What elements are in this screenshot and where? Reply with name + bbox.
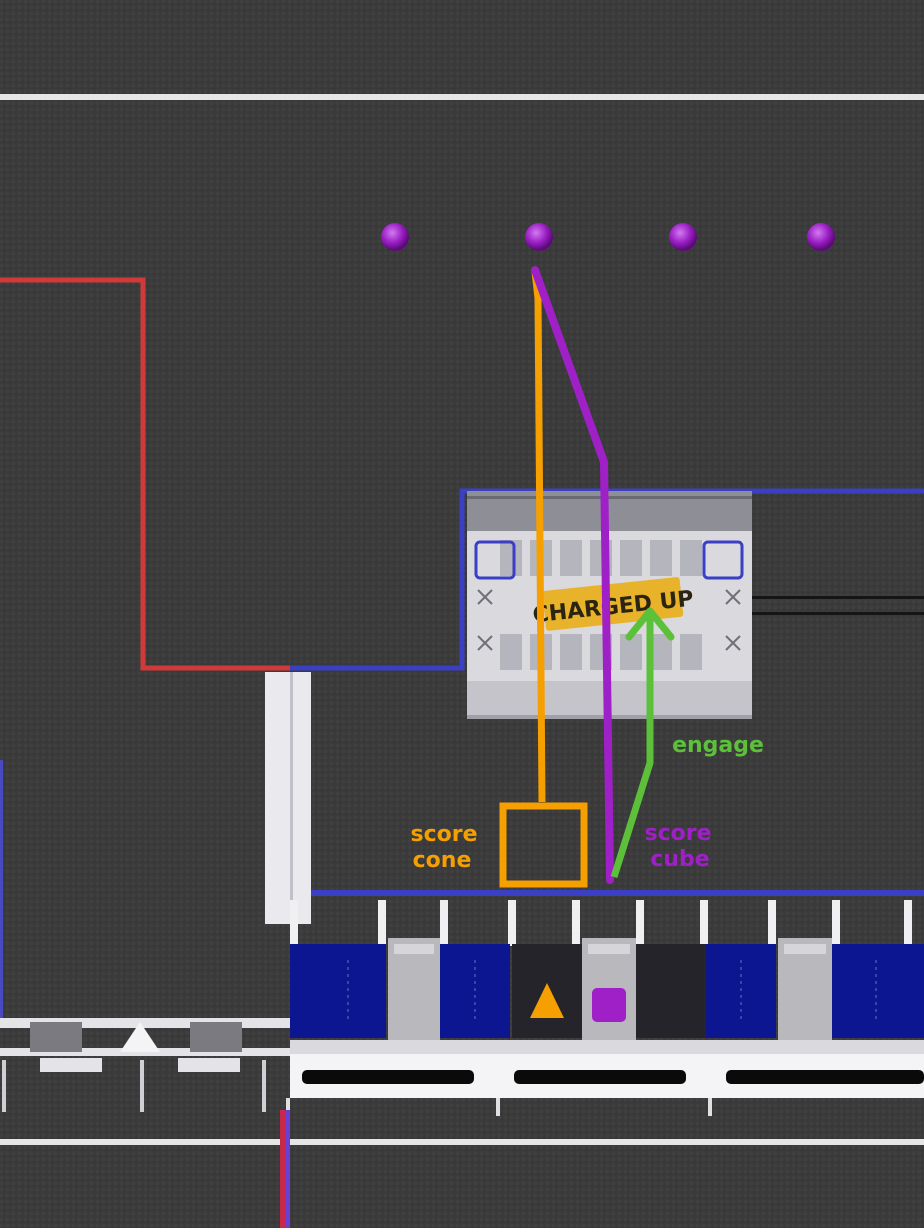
score-cube-label-1: score — [644, 821, 711, 846]
score-cone-target — [499, 802, 588, 888]
staged-cubes — [381, 223, 835, 251]
engage-label: engage — [672, 733, 764, 758]
engage-arrowhead — [625, 607, 675, 641]
red-boundary-line — [0, 277, 290, 671]
blue-line-grid-edge — [290, 890, 924, 896]
staged-cube-1 — [381, 223, 409, 251]
cone-triangle-icon — [530, 983, 564, 1018]
grid-node-coop-2 — [636, 944, 706, 1038]
grid-node-cube-right — [832, 944, 924, 1038]
staged-cube-3 — [669, 223, 697, 251]
scoring-grid — [286, 900, 924, 1116]
grid-node-cube-left — [290, 944, 386, 1038]
alliance-divider-blue — [286, 1110, 290, 1228]
cable — [752, 596, 924, 599]
staged-cube-2 — [525, 223, 553, 251]
white-line-bottom — [0, 1139, 924, 1145]
barrier-strip — [265, 672, 311, 924]
cube-square-icon — [592, 988, 626, 1022]
score-cone-label-2: cone — [413, 848, 472, 873]
alliance-divider — [280, 1110, 290, 1228]
engage-path — [610, 615, 654, 879]
score-cone-label-1: score — [410, 822, 477, 847]
score-cube-label-2: cube — [650, 847, 709, 872]
faint-blue-edge-left — [0, 760, 3, 1020]
cube-path — [531, 266, 614, 884]
cable-2 — [752, 612, 924, 615]
left-rail-structure — [0, 1018, 290, 1112]
staged-cube-4 — [807, 223, 835, 251]
barrier-strip-shade — [290, 672, 293, 924]
white-line-top — [0, 94, 924, 100]
